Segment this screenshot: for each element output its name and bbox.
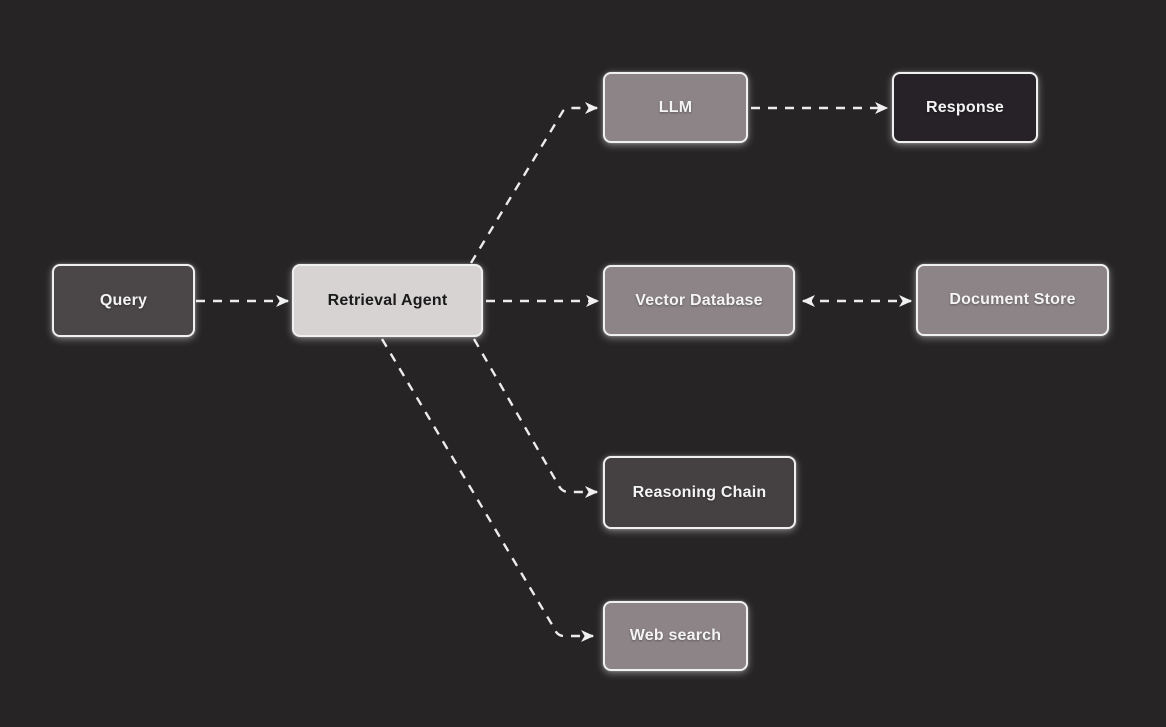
- edge-retrieval-agent-to-llm: [469, 102, 599, 264]
- node-reasoning-chain-label: Reasoning Chain: [632, 483, 767, 501]
- node-response: Response: [892, 72, 1038, 143]
- node-reasoning-chain: Reasoning Chain: [603, 456, 796, 529]
- node-vector-database: Vector Database: [603, 265, 795, 336]
- node-llm: LLM: [603, 72, 748, 143]
- edge-retrieval-agent-to-reasoning-chain: [472, 338, 599, 498]
- node-vector-database-label: Vector Database: [635, 291, 763, 309]
- node-query: Query: [52, 264, 195, 337]
- node-document-store-label: Document Store: [949, 291, 1076, 308]
- node-document-store: Document Store: [916, 264, 1109, 336]
- node-retrieval-agent: Retrieval Agent: [292, 264, 483, 337]
- node-web-search-label: Web search: [629, 627, 722, 644]
- edge-retrieval-agent-to-web-search: [380, 338, 595, 642]
- node-response-label: Response: [925, 98, 1005, 116]
- node-web-search: Web search: [603, 601, 748, 671]
- node-query-label: Query: [99, 291, 148, 309]
- node-llm-label: LLM: [658, 98, 693, 116]
- node-retrieval-agent-label: Retrieval Agent: [327, 291, 448, 309]
